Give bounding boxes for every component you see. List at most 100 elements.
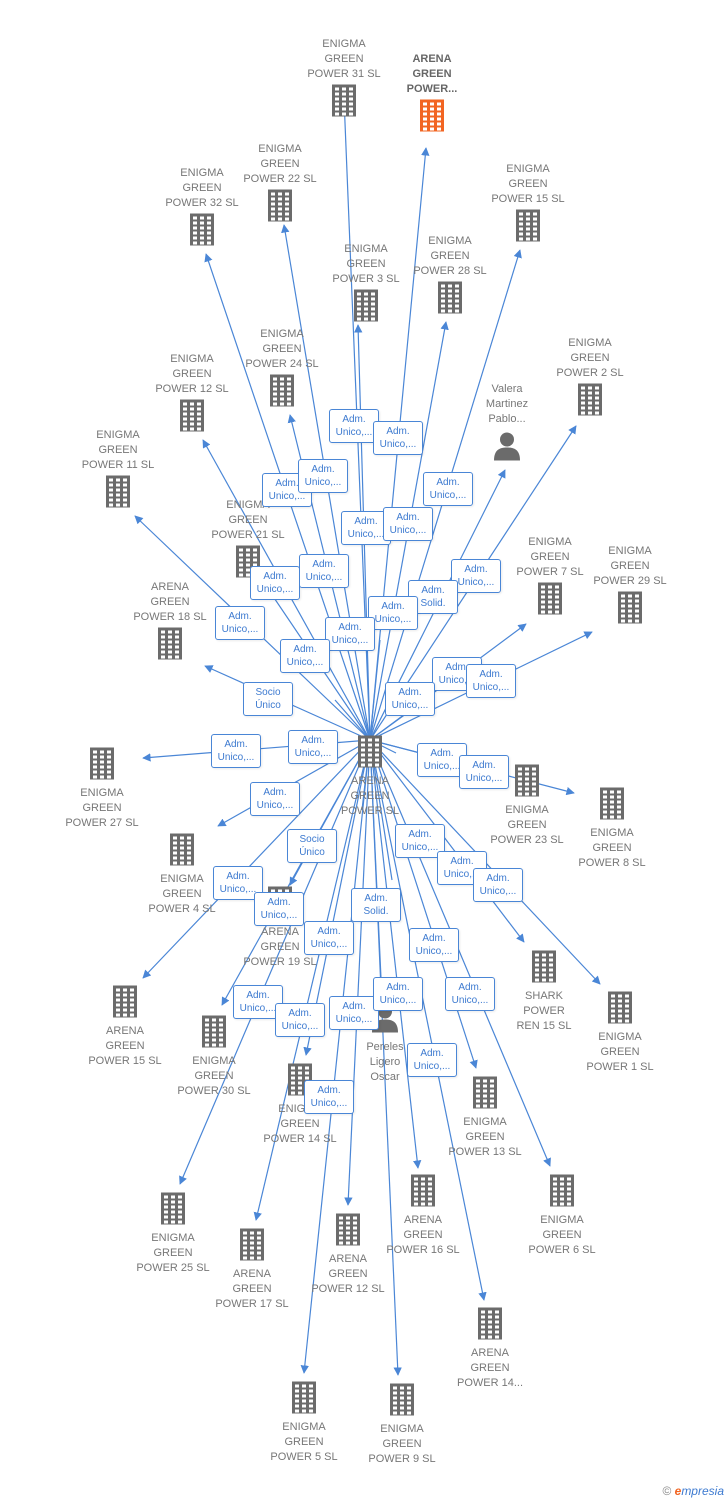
node-n22[interactable]: SHARK POWER REN 15 SL xyxy=(489,989,599,1034)
building-icon[interactable] xyxy=(357,735,383,774)
node-n25[interactable]: ENIGMA GREEN POWER 30 SL xyxy=(159,1054,269,1099)
node-n20[interactable]: ENIGMA GREEN POWER 4 SL xyxy=(127,872,237,917)
node-n13[interactable]: ENIGMA GREEN POWER 21 SL xyxy=(193,498,303,543)
relation-label[interactable]: Adm. Unico,... xyxy=(385,682,435,716)
person-icon[interactable] xyxy=(492,431,522,466)
building-icon[interactable] xyxy=(269,374,295,413)
node-n4[interactable]: ENIGMA GREEN POWER 32 SL xyxy=(147,166,257,211)
building-icon[interactable] xyxy=(472,1076,498,1115)
node-n31[interactable]: ENIGMA GREEN POWER 25 SL xyxy=(118,1231,228,1276)
node-n28[interactable]: ENIGMA GREEN POWER 13 SL xyxy=(430,1115,540,1160)
relation-label[interactable]: Adm. Unico,... xyxy=(459,755,509,789)
relation-label[interactable]: Adm. Unico,... xyxy=(215,606,265,640)
building-icon[interactable] xyxy=(291,1381,317,1420)
building-icon[interactable] xyxy=(157,627,183,666)
relation-label[interactable]: Adm. Unico,... xyxy=(368,596,418,630)
node-n34[interactable]: ARENA GREEN POWER 14... xyxy=(435,1346,545,1391)
relation-label[interactable]: Adm. Unico,... xyxy=(417,743,467,777)
building-icon[interactable] xyxy=(617,591,643,630)
node-n29[interactable]: ARENA GREEN POWER 16 SL xyxy=(368,1213,478,1258)
node-n30[interactable]: ENIGMA GREEN POWER 6 SL xyxy=(507,1213,617,1258)
node-n12[interactable]: ENIGMA GREEN POWER 11 SL xyxy=(63,428,173,473)
relation-label[interactable]: Socio Único xyxy=(287,829,337,863)
node-n21[interactable]: ARENA GREEN POWER 19 SL xyxy=(225,925,335,970)
node-n10[interactable]: ENIGMA GREEN POWER 12 SL xyxy=(137,352,247,397)
building-icon[interactable] xyxy=(419,99,445,138)
node-n17[interactable]: ENIGMA GREEN POWER 27 SL xyxy=(47,786,157,831)
relation-label[interactable]: Adm. Unico,... xyxy=(341,511,391,545)
node-n1[interactable]: ENIGMA GREEN POWER 31 SL xyxy=(289,37,399,82)
node-n24[interactable]: ARENA GREEN POWER 15 SL xyxy=(70,1024,180,1069)
building-icon[interactable] xyxy=(514,764,540,803)
relation-label[interactable]: Adm. Unico,... xyxy=(254,892,304,926)
relation-label[interactable]: Adm. Unico,... xyxy=(275,1003,325,1037)
building-icon[interactable] xyxy=(353,289,379,328)
node-n33[interactable]: ARENA GREEN POWER 12 SL xyxy=(293,1252,403,1297)
node-center[interactable]: ARENA GREEN POWER SL xyxy=(315,774,425,819)
building-icon[interactable] xyxy=(389,1383,415,1422)
node-n7[interactable]: ENIGMA GREEN POWER 28 SL xyxy=(395,234,505,279)
relation-label[interactable]: Adm. Unico,... xyxy=(280,639,330,673)
relation-label[interactable]: Adm. Unico,... xyxy=(473,868,523,902)
building-icon[interactable] xyxy=(169,833,195,872)
node-n19[interactable]: ENIGMA GREEN POWER 8 SL xyxy=(557,826,667,871)
building-icon[interactable] xyxy=(477,1307,503,1346)
relation-label[interactable]: Adm. Unico,... xyxy=(304,921,354,955)
building-icon[interactable] xyxy=(267,189,293,228)
node-n11[interactable]: Valera Martinez Pablo... xyxy=(452,382,562,427)
building-icon[interactable] xyxy=(515,209,541,248)
building-icon[interactable] xyxy=(537,582,563,621)
node-n32[interactable]: ARENA GREEN POWER 17 SL xyxy=(197,1267,307,1312)
relation-label[interactable]: Adm. Unico,... xyxy=(250,782,300,816)
building-icon[interactable] xyxy=(607,991,633,1030)
node-n18[interactable]: ENIGMA GREEN POWER 23 SL xyxy=(472,803,582,848)
building-icon[interactable] xyxy=(531,950,557,989)
building-icon[interactable] xyxy=(410,1174,436,1213)
relation-label[interactable]: Adm. Unico,... xyxy=(395,824,445,858)
node-n14[interactable]: ENIGMA GREEN POWER 7 SL xyxy=(495,535,605,580)
building-icon[interactable] xyxy=(105,475,131,514)
relation-label[interactable]: Adm. Unico,... xyxy=(288,730,338,764)
node-n3[interactable]: ENIGMA GREEN POWER 22 SL xyxy=(225,142,335,187)
relation-label[interactable]: Adm. Unico,... xyxy=(298,459,348,493)
building-icon[interactable] xyxy=(160,1192,186,1231)
node-n26[interactable]: Pereles Ligero Oscar xyxy=(330,1040,440,1085)
relation-label[interactable]: Adm. Unico,... xyxy=(466,664,516,698)
relation-label[interactable]: Adm. Solid. xyxy=(351,888,401,922)
building-icon[interactable] xyxy=(437,281,463,320)
relation-label[interactable]: Adm. Unico,... xyxy=(409,928,459,962)
relation-label[interactable]: Adm. Unico,... xyxy=(304,1080,354,1114)
node-n6[interactable]: ENIGMA GREEN POWER 3 SL xyxy=(311,242,421,287)
node-n16[interactable]: ARENA GREEN POWER 18 SL xyxy=(115,580,225,625)
relation-label[interactable]: Adm. Unico,... xyxy=(233,985,283,1019)
building-icon[interactable] xyxy=(577,383,603,422)
building-icon[interactable] xyxy=(112,985,138,1024)
building-icon[interactable] xyxy=(335,1213,361,1252)
node-n9[interactable]: ENIGMA GREEN POWER 24 SL xyxy=(227,327,337,372)
relation-label[interactable]: Adm. Unico,... xyxy=(250,566,300,600)
relation-label[interactable]: Adm. Unico,... xyxy=(407,1043,457,1077)
node-n23[interactable]: ENIGMA GREEN POWER 1 SL xyxy=(565,1030,675,1075)
relation-label[interactable]: Adm. Unico,... xyxy=(445,977,495,1011)
node-n2[interactable]: ARENA GREEN POWER... xyxy=(377,52,487,97)
node-n8[interactable]: ENIGMA GREEN POWER 2 SL xyxy=(535,336,645,381)
building-icon[interactable] xyxy=(189,213,215,252)
relation-label[interactable]: Adm. Unico,... xyxy=(423,472,473,506)
building-icon[interactable] xyxy=(89,747,115,786)
relation-label[interactable]: Adm. Unico,... xyxy=(299,554,349,588)
node-n15[interactable]: ENIGMA GREEN POWER 29 SL xyxy=(575,544,685,589)
building-icon[interactable] xyxy=(179,399,205,438)
building-icon[interactable] xyxy=(549,1174,575,1213)
building-icon[interactable] xyxy=(201,1015,227,1054)
relation-label[interactable]: Adm. Unico,... xyxy=(325,617,375,651)
building-icon[interactable] xyxy=(239,1228,265,1267)
node-n35[interactable]: ENIGMA GREEN POWER 5 SL xyxy=(249,1420,359,1465)
node-n36[interactable]: ENIGMA GREEN POWER 9 SL xyxy=(347,1422,457,1467)
relation-label[interactable]: Adm. Unico,... xyxy=(373,977,423,1011)
relation-label[interactable]: Adm. Unico,... xyxy=(373,421,423,455)
relation-label[interactable]: Adm. Unico,... xyxy=(211,734,261,768)
relation-label[interactable]: Adm. Unico,... xyxy=(329,996,379,1030)
node-n5[interactable]: ENIGMA GREEN POWER 15 SL xyxy=(473,162,583,207)
relation-label[interactable]: Adm. Unico,... xyxy=(451,559,501,593)
building-icon[interactable] xyxy=(599,787,625,826)
